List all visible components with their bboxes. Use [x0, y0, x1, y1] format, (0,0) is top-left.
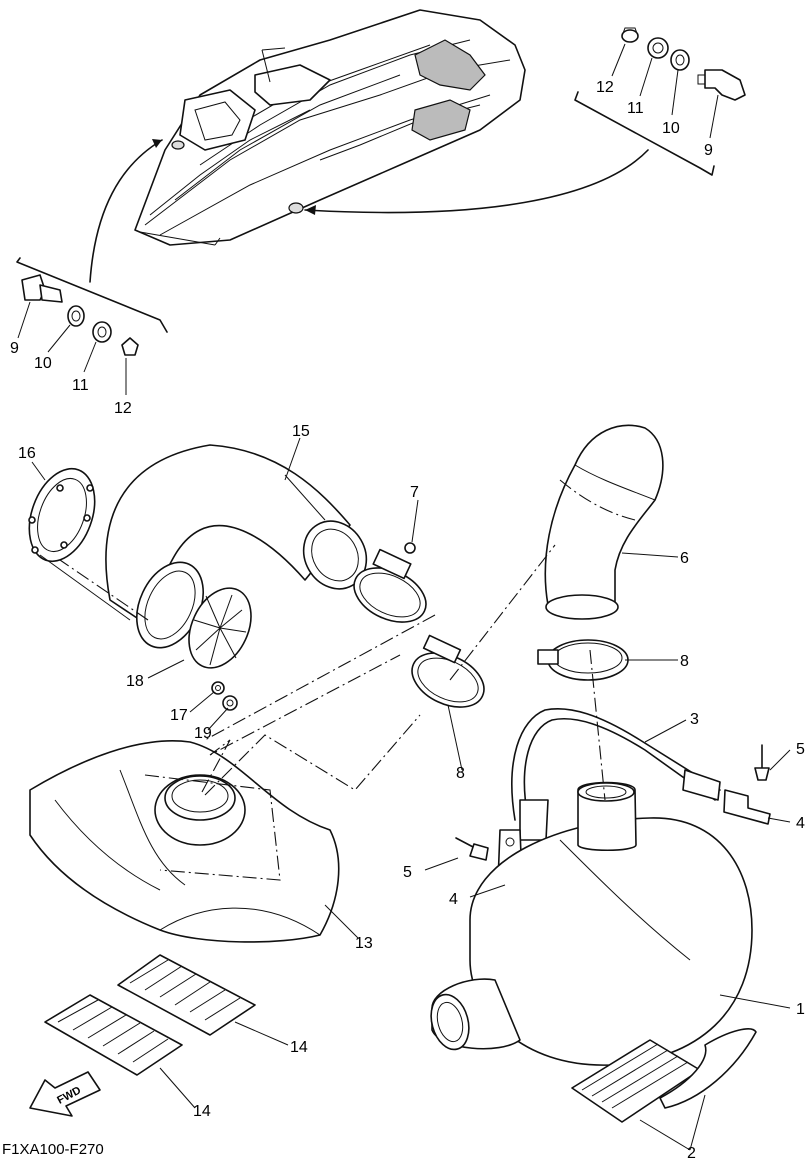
callout-8-right: 8 [680, 653, 689, 670]
mat-14-upper [117, 954, 256, 1036]
callout-10-right: 10 [662, 120, 680, 137]
callout-16: 16 [18, 445, 36, 462]
duct-elbow-15 [105, 444, 368, 621]
callout-leaders [31, 437, 791, 1151]
exhaust-hose-6 [544, 424, 664, 620]
callout-12-right: 12 [596, 79, 614, 96]
callout-11-right: 11 [627, 100, 644, 117]
callout-15: 15 [292, 423, 310, 440]
hose-clamp-7 [353, 542, 427, 623]
vent-fitting-set-right [621, 27, 746, 101]
callout-5-right: 5 [796, 741, 805, 758]
rivet-5-right [754, 744, 770, 781]
assembly-center-lines [59, 544, 606, 801]
callout-3: 3 [690, 711, 699, 728]
hardware-group-bracket-left [16, 257, 168, 333]
bracket-4-right [723, 789, 771, 825]
hose-clamp-8-left [411, 634, 485, 708]
callout-13: 13 [355, 935, 373, 952]
callout-9-left: 9 [10, 340, 19, 357]
callout-9-right: 9 [704, 142, 713, 159]
callout-2: 2 [687, 1145, 696, 1160]
callout-5-left: 5 [403, 864, 412, 881]
nut-17 [211, 681, 225, 695]
vent-fitting-set-left [21, 274, 139, 356]
pad-2-curved [659, 1028, 757, 1109]
rivet-5-left [455, 837, 489, 861]
callout-11-left: 11 [72, 377, 89, 394]
muffler-strap-3 [511, 707, 721, 841]
callout-6: 6 [680, 550, 689, 567]
callout-17: 17 [170, 707, 188, 724]
mesh-plate-18 [136, 561, 252, 669]
housing-13 [29, 740, 340, 943]
nut-19 [222, 695, 238, 711]
callout-14-lower: 14 [193, 1103, 211, 1120]
leader-lines [17, 43, 719, 395]
flange-ring-16 [28, 467, 131, 621]
hose-clamp-8-right [537, 639, 629, 681]
callout-7: 7 [410, 484, 419, 501]
callout-1: 1 [796, 1001, 805, 1018]
muffler-1 [430, 781, 753, 1066]
callout-4-right: 4 [796, 815, 805, 832]
callout-labels: 12 11 10 9 9 10 11 12 15 16 7 6 8 18 17 … [10, 79, 805, 1160]
figure-code: F1XA100-F270 [2, 1141, 104, 1158]
callout-14-upper: 14 [290, 1039, 308, 1056]
callout-18: 18 [126, 673, 144, 690]
callout-10-left: 10 [34, 355, 52, 372]
watercraft-illustration [89, 9, 649, 283]
callout-12-left: 12 [114, 400, 132, 417]
callout-19: 19 [194, 725, 212, 742]
callout-8-left: 8 [456, 765, 465, 782]
callout-4-left: 4 [449, 891, 458, 908]
mat-14-lower [44, 994, 183, 1076]
fwd-arrow-icon: FWD [29, 1071, 101, 1117]
hardware-group-bracket-right [574, 91, 715, 176]
